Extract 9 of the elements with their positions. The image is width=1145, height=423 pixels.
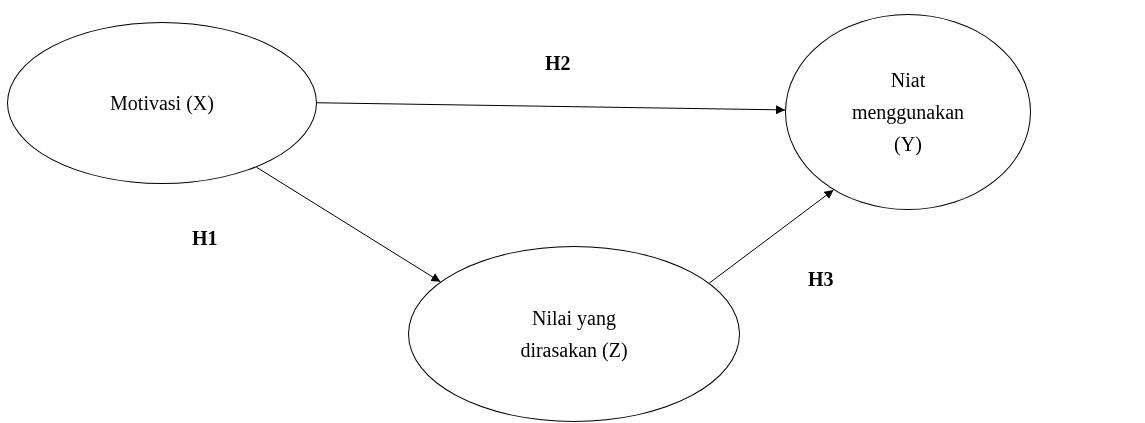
variable-name: Niat menggunakan (Y): [850, 68, 966, 158]
variable-name: Nilai yang dirasakan (Z): [519, 306, 629, 364]
variable-name: Motivasi (X): [110, 91, 214, 117]
arrow: [708, 189, 834, 284]
edge-label: H2: [545, 52, 571, 75]
arrow: [255, 166, 441, 283]
edge-label: H1: [192, 227, 218, 250]
edge-label: H3: [808, 268, 834, 291]
arrow: [316, 102, 786, 115]
